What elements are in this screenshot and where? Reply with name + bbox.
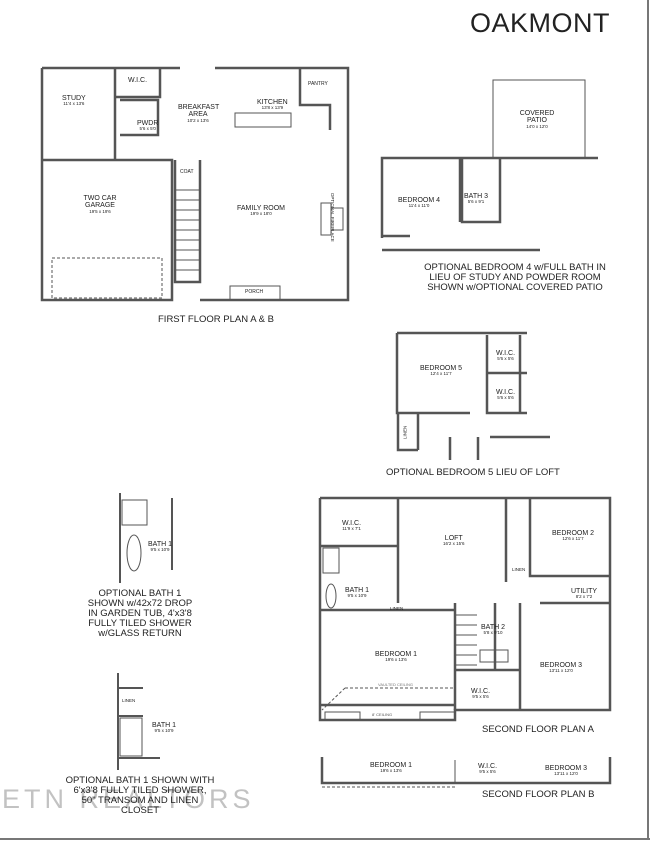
second-floor-a-details [321, 547, 509, 721]
second-floor-b-caption: SECOND FLOOR PLAN B [482, 789, 595, 800]
second-floor-a-caption: SECOND FLOOR PLAN A [482, 724, 594, 735]
room-label-wic: W.I.C. [128, 77, 148, 84]
caption-line: OPTIONAL BEDROOM 4 w/FULL BATH IN [424, 262, 606, 273]
bedroom5-walls [395, 331, 550, 460]
caption-line: 6'x3'8 FULLY TILED SHOWER, [73, 784, 207, 796]
caption-line: SHOWN w/42x72 DROP [87, 597, 193, 609]
room-label-linen: LINEN [402, 425, 408, 439]
optional-bath1-shower-walls [117, 673, 160, 770]
watermark-logo: ETN REALTORS [2, 784, 255, 814]
note-8-ceiling: 8' CEILING [372, 712, 393, 717]
caption-line: IN GARDEN TUB, 4'x3'8 [88, 607, 192, 619]
first-floor-caption: FIRST FLOOR PLAN A & B [158, 314, 274, 325]
room-label-porch: PORCH [245, 289, 264, 295]
caption-line: LIEU OF STUDY AND POWDER ROOM [429, 271, 601, 283]
second-floor-b-walls [320, 757, 612, 788]
caption-line: FULLY TILED SHOWER [88, 617, 192, 629]
optional-bath1-tub-walls [119, 493, 173, 583]
second-floor-a-walls [318, 496, 612, 722]
caption-line: SHOWN w/OPTIONAL COVERED PATIO [427, 281, 603, 293]
caption-line: CLOSET [120, 804, 159, 816]
room-label-linen-closet: LINEN [122, 698, 136, 703]
room-label-pantry: PANTRY [308, 81, 328, 87]
room-label-fireplace: OPTIONAL FIREPLACE [329, 192, 335, 242]
bedroom4-caption: OPTIONAL BEDROOM 4 w/FULL BATH IN LIEU O… [400, 263, 630, 293]
frame-border [0, 838, 650, 840]
caption-line: w/GLASS RETURN [98, 627, 182, 639]
room-label-coat: COAT [180, 169, 194, 175]
first-floor-details [51, 112, 344, 301]
room-label-wic-upper: W.I.C.5'6 x 5'6 [496, 350, 516, 362]
note-vaulted-ceiling: VAULTED CEILING [378, 682, 413, 687]
bath1-tub-caption: OPTIONAL BATH 1 SHOWN w/42x72 DROP IN GA… [80, 589, 200, 639]
room-label-wic-b: W.I.C.9'5 x 5'6 [478, 763, 498, 775]
plan-title: OAKMONT [470, 8, 611, 38]
room-label-wic-master: W.I.C.11'9 x 7'1 [342, 520, 362, 532]
room-label-wic-hall: W.I.C.9'5 x 5'6 [471, 688, 491, 700]
first-floor-stairs [175, 189, 200, 271]
caption-line: OPTIONAL BATH 1 SHOWN WITH [65, 775, 215, 786]
covered-patio-outline [492, 79, 586, 159]
bath1-shower-caption: OPTIONAL BATH 1 SHOWN WITH 6'x3'8 FULLY … [60, 776, 220, 816]
bedroom5-caption: OPTIONAL BEDROOM 5 LIEU OF LOFT [386, 467, 560, 478]
second-floor-stairs [455, 614, 477, 666]
first-floor-walls [40, 66, 350, 302]
room-label-linen-hall: LINEN [390, 606, 404, 611]
caption-line: OPTIONAL BATH 1 [98, 588, 182, 599]
room-label-wic-lower: W.I.C.5'6 x 5'6 [496, 389, 516, 401]
room-label-linen-bed2: LINEN [512, 567, 526, 572]
caption-line: 50" TRANSOM AND LINEN [81, 794, 199, 806]
